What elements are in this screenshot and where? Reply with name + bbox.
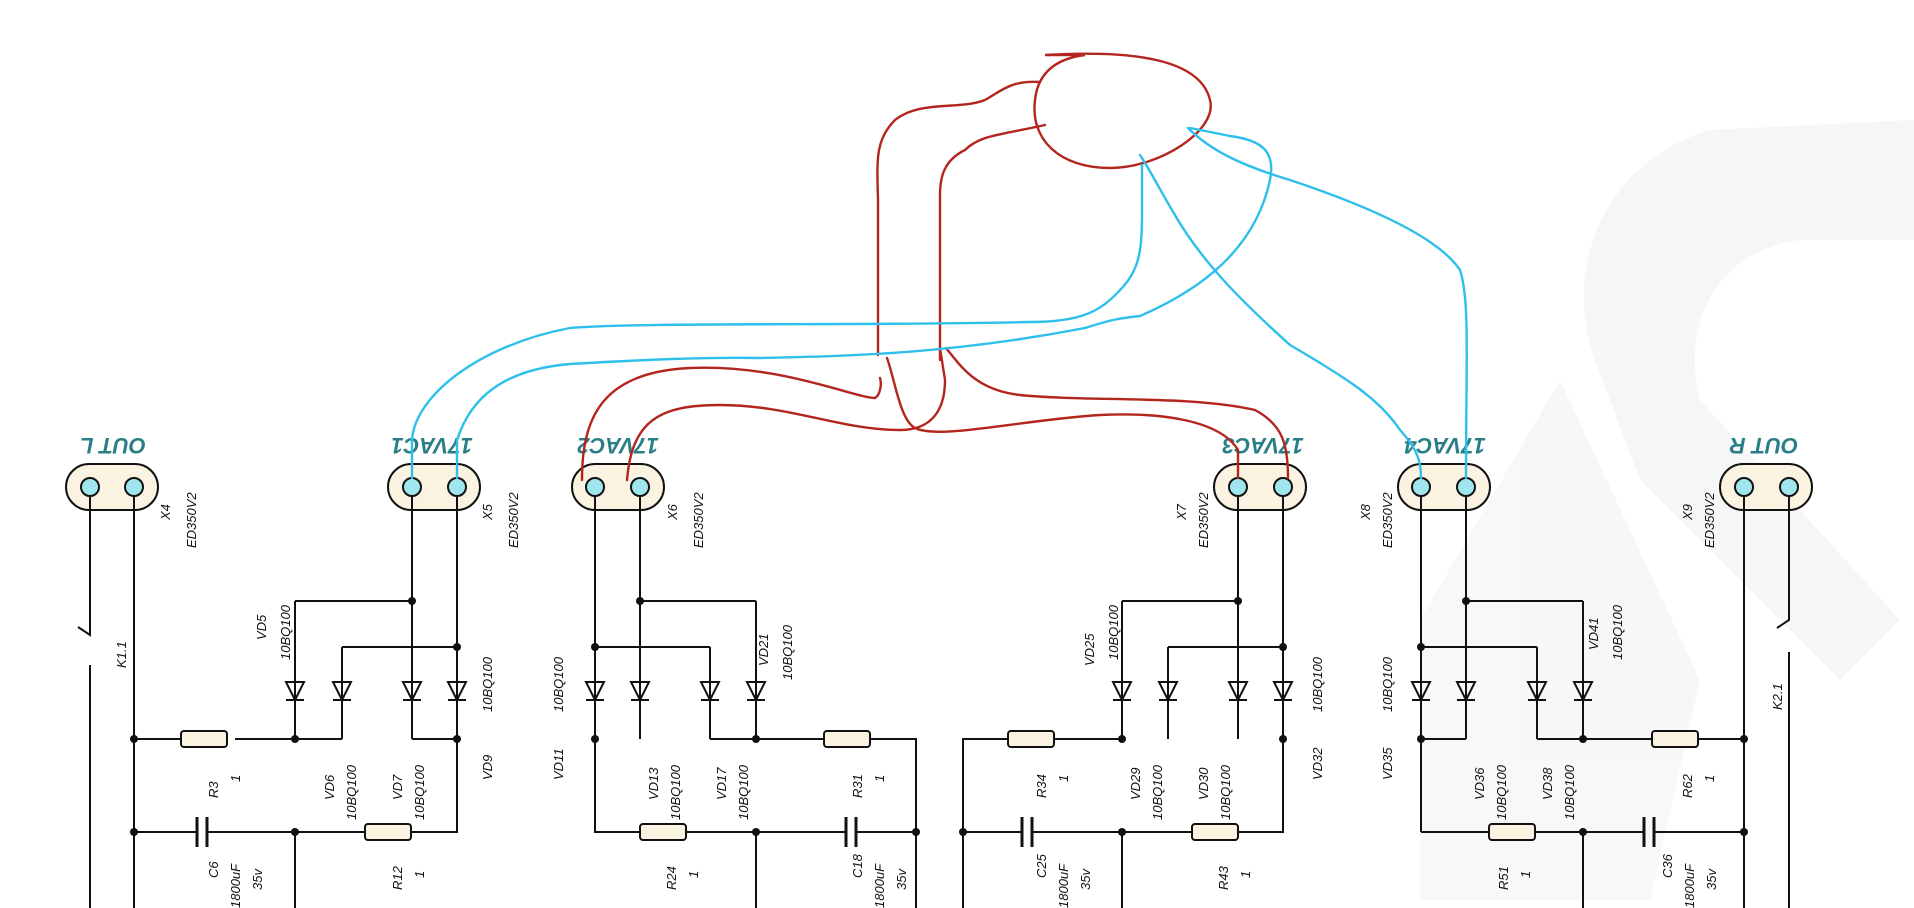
label-vd36-part: 10BQ100 bbox=[1494, 764, 1509, 820]
label-c18: C18 bbox=[850, 853, 865, 878]
label-vd35-part: 10BQ100 bbox=[1380, 656, 1395, 712]
label-x5-part: ED350V2 bbox=[506, 492, 521, 548]
label-x7: X7 bbox=[1174, 503, 1189, 521]
label-x9: X9 bbox=[1680, 504, 1695, 521]
label-x4: X4 bbox=[158, 504, 173, 521]
connector-x6 bbox=[571, 463, 665, 511]
label-vd25: VD25 bbox=[1082, 633, 1097, 666]
circuit-wiring bbox=[77, 496, 1790, 908]
label-r51-value: 1 bbox=[1518, 871, 1533, 878]
label-vd13: VD13 bbox=[646, 767, 661, 800]
label-x5: X5 bbox=[480, 503, 495, 521]
label-vd21: VD21 bbox=[756, 633, 771, 666]
label-r3-value: 1 bbox=[228, 775, 243, 782]
diode-symbols bbox=[284, 681, 1594, 703]
label-k11: K1.1 bbox=[114, 641, 129, 668]
connector-x7 bbox=[1213, 463, 1307, 511]
label-r43-value: 1 bbox=[1238, 871, 1253, 878]
label-vd6: VD6 bbox=[322, 774, 337, 800]
label-c6-voltage: 35v bbox=[250, 868, 265, 890]
connector-x9 bbox=[1719, 463, 1813, 511]
label-r34: R34 bbox=[1034, 774, 1049, 798]
label-vd11: VD11 bbox=[551, 748, 566, 780]
label-vd17-part: 10BQ100 bbox=[736, 764, 751, 820]
label-vd13-part: 10BQ100 bbox=[668, 764, 683, 820]
title-17vac2: 17VAC2 bbox=[576, 433, 658, 458]
blue-overlay-wires bbox=[410, 126, 1468, 480]
label-r3: R3 bbox=[206, 781, 221, 798]
label-vd29-part: 10BQ100 bbox=[1150, 764, 1165, 820]
label-c25-voltage: 35v bbox=[1078, 868, 1093, 890]
label-r31-value: 1 bbox=[872, 775, 887, 782]
label-r31: R31 bbox=[850, 774, 865, 798]
component-labels: X4 ED350V2 X5 ED350V2 X6 ED350V2 X7 ED35… bbox=[114, 492, 1785, 908]
label-vd36: VD36 bbox=[1472, 767, 1487, 800]
label-vd5: VD5 bbox=[254, 614, 269, 640]
label-c25-value: 1800uF bbox=[1056, 863, 1071, 908]
label-vd11-part: 10BQ100 bbox=[551, 656, 566, 712]
label-x9-part: ED350V2 bbox=[1702, 492, 1717, 548]
label-vd32: VD32 bbox=[1310, 747, 1325, 780]
label-c36-value: 1800uF bbox=[1682, 863, 1697, 908]
label-x8: X8 bbox=[1358, 503, 1373, 521]
watermark-graphic bbox=[1420, 120, 1914, 900]
connector-x4 bbox=[65, 463, 159, 511]
label-vd25-part: 10BQ100 bbox=[1106, 604, 1121, 660]
label-vd6-part: 10BQ100 bbox=[344, 764, 359, 820]
connector-x5 bbox=[387, 463, 481, 511]
title-out-r: OUT R bbox=[1730, 433, 1799, 458]
label-vd9: VD9 bbox=[480, 755, 495, 780]
label-x6-part: ED350V2 bbox=[691, 492, 706, 548]
label-r62: R62 bbox=[1680, 773, 1695, 798]
label-c18-value: 1800uF bbox=[872, 863, 887, 908]
red-overlay-wires bbox=[580, 52, 1290, 482]
label-c25: C25 bbox=[1034, 853, 1049, 878]
label-c6-value: 1800uF bbox=[228, 863, 243, 908]
label-vd7-part: 10BQ100 bbox=[412, 764, 427, 820]
label-c6: C6 bbox=[206, 861, 221, 878]
label-r43: R43 bbox=[1216, 865, 1231, 890]
label-vd21-part: 10BQ100 bbox=[780, 624, 795, 680]
label-c36-voltage: 35v bbox=[1704, 868, 1719, 890]
label-vd29: VD29 bbox=[1128, 767, 1143, 800]
label-r12-value: 1 bbox=[412, 871, 427, 878]
label-x8-part: ED350V2 bbox=[1380, 492, 1395, 548]
label-r34-value: 1 bbox=[1056, 775, 1071, 782]
label-r51: R51 bbox=[1496, 866, 1511, 890]
label-vd9-part: 10BQ100 bbox=[480, 656, 495, 712]
label-vd38: VD38 bbox=[1540, 767, 1555, 800]
label-vd32-part: 10BQ100 bbox=[1310, 656, 1325, 712]
label-r24: R24 bbox=[664, 866, 679, 890]
label-c18-voltage: 35v bbox=[894, 868, 909, 890]
label-r24-value: 1 bbox=[686, 871, 701, 878]
label-k21: K2.1 bbox=[1770, 683, 1785, 710]
label-vd38-part: 10BQ100 bbox=[1562, 764, 1577, 820]
connector-x8 bbox=[1397, 463, 1491, 511]
label-vd17: VD17 bbox=[714, 767, 729, 800]
label-vd7: VD7 bbox=[390, 774, 405, 800]
label-vd41-part: 10BQ100 bbox=[1610, 604, 1625, 660]
title-17vac1: 17VAC1 bbox=[391, 433, 473, 458]
label-r62-value: 1 bbox=[1702, 775, 1717, 782]
label-x7-part: ED350V2 bbox=[1196, 492, 1211, 548]
label-x4-part: ED350V2 bbox=[184, 492, 199, 548]
title-out-l: OUT L bbox=[80, 433, 146, 458]
label-vd5-part: 10BQ100 bbox=[278, 604, 293, 660]
label-c36: C36 bbox=[1660, 853, 1675, 878]
label-vd30: VD30 bbox=[1196, 767, 1211, 800]
label-r12: R12 bbox=[390, 865, 405, 890]
label-vd30-part: 10BQ100 bbox=[1218, 764, 1233, 820]
label-vd35: VD35 bbox=[1380, 747, 1395, 780]
label-vd41: VD41 bbox=[1586, 617, 1601, 650]
label-x6: X6 bbox=[665, 503, 680, 521]
